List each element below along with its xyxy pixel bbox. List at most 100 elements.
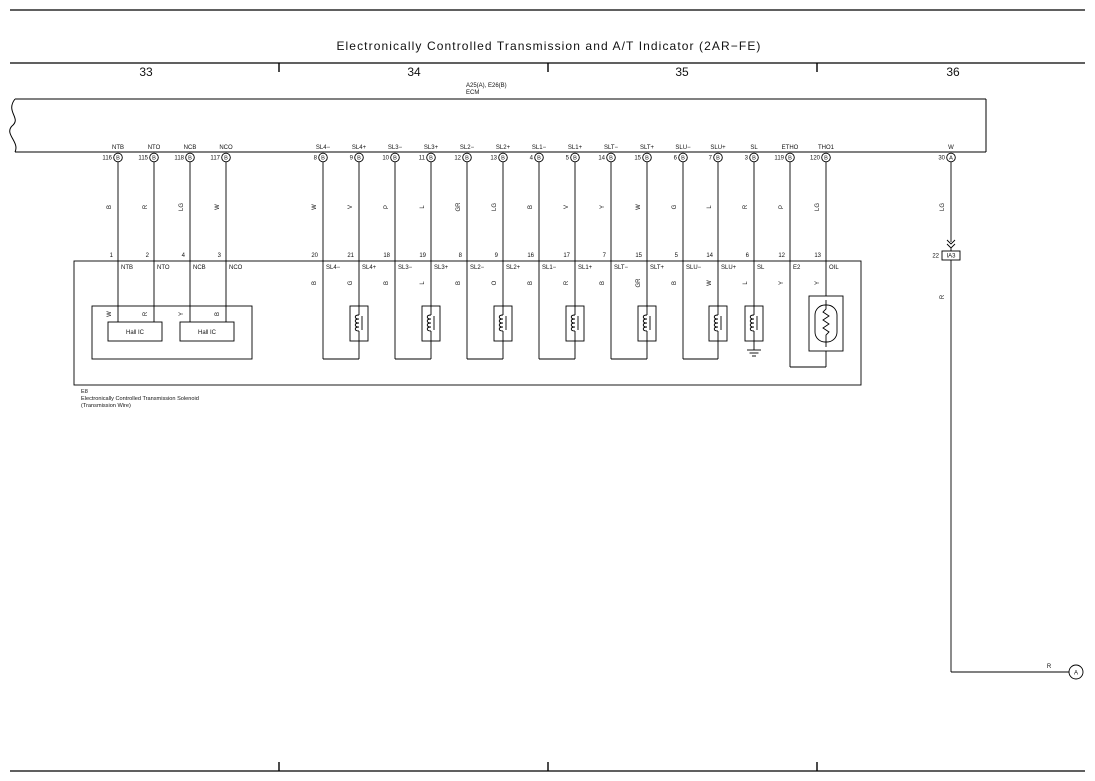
- connector-circle: [354, 152, 364, 163]
- hall-ic-box: [179, 321, 235, 342]
- wire-color-label: B: [528, 205, 534, 209]
- connector-id: B: [501, 156, 505, 162]
- solenoid-pin-number: 15: [635, 253, 642, 259]
- ecm-pin-number: 15: [634, 156, 641, 162]
- connector-id: B: [321, 156, 325, 162]
- connector-circle: [606, 152, 616, 163]
- solenoid-pin-number: 5: [675, 253, 679, 259]
- solenoid-terminal-label: SL: [757, 265, 765, 271]
- solenoid-terminal-label: SL4−: [326, 265, 341, 271]
- solenoid-pin-number: 8: [459, 253, 463, 259]
- column-dividers: [278, 63, 818, 771]
- wire-color-label: LG: [940, 203, 946, 211]
- internal-wire-color: W: [107, 311, 113, 317]
- internal-wire-color: B: [672, 281, 678, 285]
- solenoid-ref: E8: [81, 389, 88, 395]
- ecm-terminal-label: SL1−: [532, 145, 547, 151]
- connector-id: B: [681, 156, 685, 162]
- coil-winding: [570, 314, 576, 332]
- wire-color-label: W: [215, 204, 221, 210]
- solenoid-pin-number: 6: [746, 253, 750, 259]
- internal-wire-color: L: [743, 281, 749, 285]
- components-layer: [107, 152, 1084, 680]
- thermistor-icon: [822, 300, 830, 347]
- ecm-terminal-label: SLU−: [675, 145, 691, 151]
- solenoid-terminal-label: SL1−: [542, 265, 557, 271]
- connector-circle: [390, 152, 400, 163]
- connector-id: B: [716, 156, 720, 162]
- hall-ic-label: Hall IC: [198, 330, 217, 336]
- connector-id: B: [824, 156, 828, 162]
- solenoid-pin-number: 4: [182, 253, 186, 259]
- wire-color-label: R: [940, 294, 946, 299]
- coil-winding: [749, 314, 755, 332]
- ecm-pin-number: 7: [709, 156, 713, 162]
- ecm-terminal-label: SL2−: [460, 145, 475, 151]
- offpage-connector: [1068, 664, 1084, 680]
- wire-color-label: R: [143, 204, 149, 209]
- ecm-pin-number: 14: [598, 156, 605, 162]
- ecm-terminal-label: SLT−: [604, 145, 619, 151]
- connector-id: B: [645, 156, 649, 162]
- ecm-terminal-label: NTB: [112, 145, 124, 151]
- internal-wire-color: R: [564, 280, 570, 285]
- ecm-ref: A25(A), E26(B): [466, 83, 507, 89]
- connector-id: B: [752, 156, 756, 162]
- ecm-terminal-label: SL: [750, 145, 758, 151]
- connector-circle: [113, 152, 123, 163]
- solenoid-pin-number: 17: [563, 253, 570, 259]
- solenoid-pin-number: 20: [311, 253, 318, 259]
- ecm-pin-number: 118: [174, 156, 184, 162]
- ecm-terminal-label: SL3−: [388, 145, 403, 151]
- internal-wire-color: W: [707, 280, 713, 286]
- solenoid-terminal-label: NCB: [193, 265, 206, 271]
- solenoid-terminal-label: SLU+: [721, 265, 737, 271]
- wire-color-label: L: [420, 205, 426, 209]
- internal-wire-color: R: [143, 311, 149, 316]
- connector-circle: [498, 152, 508, 163]
- junction-ref: IA3: [946, 254, 956, 260]
- coil-winding: [426, 314, 432, 332]
- ecm-block: [9, 98, 987, 153]
- column-number: 34: [407, 65, 421, 79]
- solenoid-terminal-label: NCO: [229, 265, 243, 271]
- internal-wire-color: Y: [779, 281, 785, 285]
- ecm-pin-number: 4: [530, 156, 534, 162]
- connector-circle: [185, 152, 195, 163]
- connector-id: B: [788, 156, 792, 162]
- coil-winding: [713, 314, 719, 332]
- hall-ic-label: Hall IC: [126, 330, 145, 336]
- connector-id: B: [393, 156, 397, 162]
- coil-winding: [498, 314, 504, 332]
- offpage-label: A: [1074, 671, 1078, 677]
- connector-circle: [749, 152, 759, 163]
- solenoid-pin-number: 21: [347, 253, 354, 259]
- solenoid-pin-number: 12: [778, 253, 785, 259]
- solenoid-pin-number: 19: [419, 253, 426, 259]
- wire-color-label: LG: [492, 203, 498, 211]
- internal-wire-color: B: [215, 312, 221, 316]
- connector-id: B: [188, 156, 192, 162]
- wire-color-label: B: [107, 205, 113, 209]
- ecm-pin-number: 120: [810, 156, 821, 162]
- internal-wire-color: O: [492, 280, 498, 285]
- solenoid-terminal-label: SL1+: [578, 265, 593, 271]
- ecm-pin-number: 6: [674, 156, 678, 162]
- coil-winding: [642, 314, 648, 332]
- solenoid-pin-number: 1: [110, 253, 114, 259]
- internal-wire-color: Y: [815, 281, 821, 285]
- solenoid-terminal-label: SLT−: [614, 265, 629, 271]
- junction-arrow-icon: [946, 239, 956, 249]
- solenoid-block: [73, 260, 862, 386]
- diagram-title: Electronically Controlled Transmission a…: [336, 39, 761, 53]
- ecm-terminal-label: THO1: [818, 145, 835, 151]
- connector-circle: [785, 152, 795, 163]
- connector-circle: [221, 152, 231, 163]
- connector-id: B: [465, 156, 469, 162]
- column-number: 36: [946, 65, 960, 79]
- connector-circle: [462, 152, 472, 163]
- connector-id: B: [152, 156, 156, 162]
- ecm-pin-number: 115: [138, 156, 148, 162]
- connector-id: B: [537, 156, 541, 162]
- connector-circle: [426, 152, 436, 163]
